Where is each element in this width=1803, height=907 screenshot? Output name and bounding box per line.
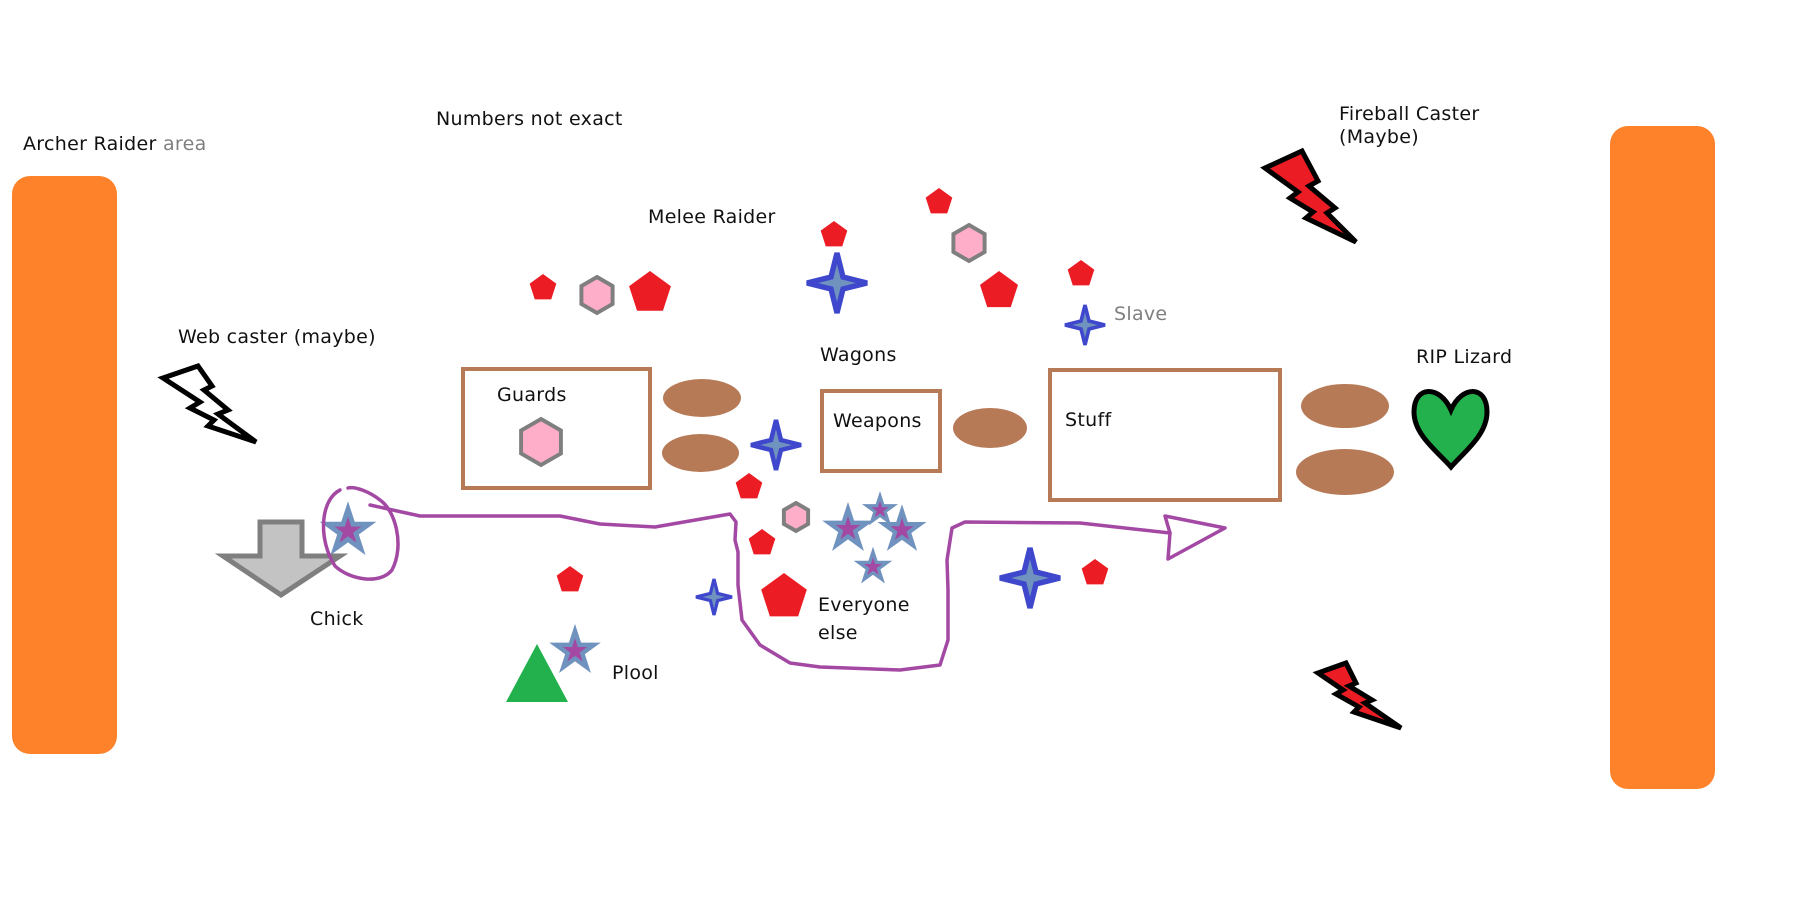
guards-label: Guards	[497, 384, 567, 406]
melee-raider-icon	[1067, 260, 1095, 286]
archer-raider-label: Archer Raider area	[23, 133, 207, 156]
guard-icon	[521, 419, 561, 465]
archer-area-left	[12, 176, 117, 754]
stuff-wagon-box	[1048, 368, 1282, 502]
melee-raider-icon	[529, 274, 557, 300]
wagons-label: Wagons	[820, 344, 897, 366]
fireball-caster-bolt-icon-2	[1312, 659, 1403, 731]
guard-icon	[784, 503, 808, 531]
route-arrowhead	[1163, 514, 1227, 561]
chick-label: Chick	[310, 608, 364, 630]
slave-icon	[1065, 305, 1105, 345]
archer-area-right	[1610, 126, 1715, 789]
melee-raider-icon	[1081, 559, 1109, 585]
party-member-icon	[829, 509, 867, 545]
slave-icon	[696, 579, 732, 615]
weapons-wagon-box	[820, 389, 942, 473]
plool-triangle-icon	[506, 644, 568, 702]
movement-path	[321, 485, 1227, 672]
party-member-icon	[859, 552, 888, 579]
guard-icon	[581, 277, 612, 313]
numbers-note-label: Numbers not exact	[436, 108, 623, 130]
fireball-caster-bolt-icon	[1260, 147, 1358, 245]
melee-raider-icon	[979, 271, 1019, 308]
web-caster-bolt-icon	[157, 363, 258, 445]
wagon-oval	[1301, 384, 1389, 428]
party-member-chick-icon	[327, 509, 369, 549]
archer-area-text: area	[162, 133, 207, 155]
rip-lizard-label: RIP Lizard	[1416, 346, 1513, 368]
party-member-plool-icon	[556, 631, 594, 667]
wagon-oval	[662, 434, 739, 472]
web-caster-label: Web caster (maybe)	[178, 326, 376, 348]
weapons-label: Weapons	[833, 410, 922, 432]
melee-raider-icon	[629, 271, 671, 311]
chick-down-arrow-icon	[214, 519, 349, 599]
slave-label: Slave	[1114, 303, 1168, 325]
everyone-else-label: Everyone else	[818, 594, 910, 644]
fireball-caster-label: Fireball Caster (Maybe)	[1339, 103, 1480, 148]
route-path	[368, 503, 1172, 672]
archer-raider-text: Archer Raider	[23, 133, 157, 155]
wagon-oval	[1296, 449, 1394, 495]
rip-lizard-heart-icon	[1411, 389, 1490, 471]
melee-raider-icon	[748, 529, 776, 555]
stuff-label: Stuff	[1065, 409, 1112, 431]
wagon-oval	[663, 379, 741, 417]
party-member-icon	[867, 496, 894, 521]
plool-label: Plool	[612, 662, 659, 684]
guard-icon	[953, 225, 984, 261]
slave-icon	[1000, 548, 1060, 608]
wagon-oval	[953, 408, 1027, 448]
melee-raider-icon	[556, 566, 584, 592]
melee-raider-icon	[761, 573, 807, 617]
slave-icon	[751, 420, 801, 470]
melee-raider-icon	[820, 221, 848, 247]
melee-raider-label: Melee Raider	[648, 206, 776, 228]
chick-circle-path	[321, 485, 400, 581]
party-member-icon	[884, 511, 920, 545]
guards-wagon-box	[461, 367, 652, 490]
melee-raider-icon	[925, 188, 953, 214]
melee-raider-icon	[735, 473, 763, 499]
slave-icon	[807, 253, 867, 313]
